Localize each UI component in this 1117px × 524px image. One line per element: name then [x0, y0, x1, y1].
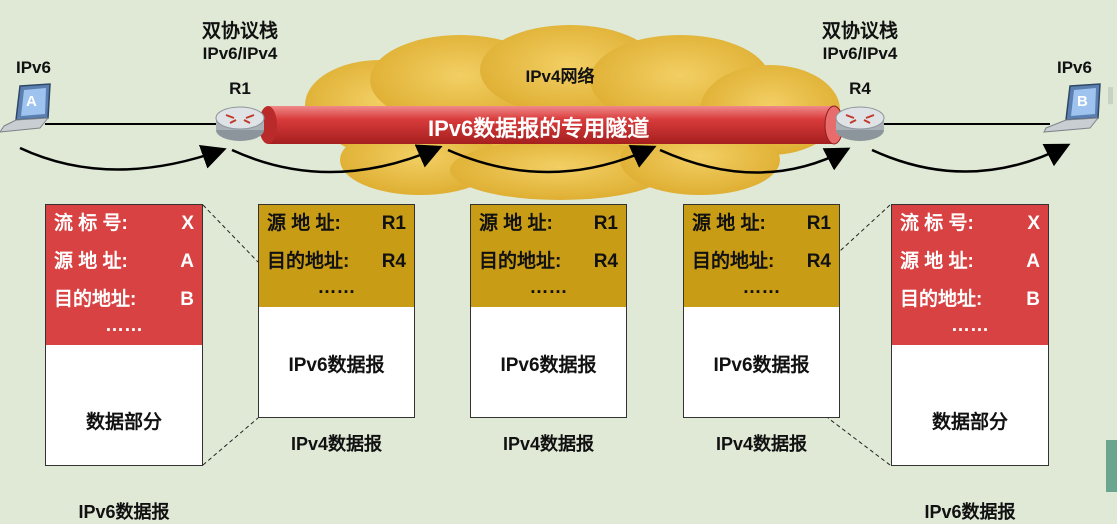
header-ellipsis: …… [951, 315, 989, 336]
arrow-r1-to-tunnel [231, 144, 443, 174]
header-row: 目的地址:R4 [479, 251, 618, 272]
header-row: 源 地 址:R1 [692, 213, 831, 234]
header-row: 源 地 址:A [900, 251, 1040, 272]
arrow-a-to-r1 [19, 144, 227, 171]
header-row: 源 地 址:A [54, 251, 194, 272]
tunnel-label: IPv6数据报的专用隧道 [428, 116, 650, 141]
host-a-type-label: IPv6 [16, 58, 51, 77]
data-section-label: 数据部分 [931, 412, 1008, 433]
host-b-laptop-icon [1043, 83, 1101, 133]
host-b-type-label: IPv6 [1057, 58, 1092, 77]
header-row: 源 地 址:R1 [479, 213, 618, 234]
header-row: 目的地址:B [900, 289, 1040, 310]
arrow-r4-to-b [871, 143, 1071, 173]
ipv4-header: 源 地 址:R1 目的地址:R4 …… [259, 205, 414, 307]
ipv4-header: 源 地 址:R1 目的地址:R4 …… [684, 205, 839, 307]
payload-label: IPv6数据报 [500, 355, 597, 376]
edge-mark: ▌ [1108, 87, 1117, 105]
header-row: 目的地址:B [54, 289, 194, 310]
router-r4-icon [835, 106, 885, 141]
ipv6-header: 流 标 号:X 源 地 址:A 目的地址:B …… [46, 205, 202, 345]
router-r1-stack-label: 双协议栈 [201, 21, 278, 42]
host-a-laptop-icon [0, 83, 51, 133]
ipv4-packet-3: 源 地 址:R1 目的地址:R4 …… IPv6数据报 [683, 204, 840, 418]
header-ellipsis: …… [105, 315, 143, 336]
ipv4-header: 源 地 址:R1 目的地址:R4 …… [471, 205, 626, 307]
router-r1-icon [215, 106, 265, 141]
ipv6-header: 流 标 号:X 源 地 址:A 目的地址:B …… [892, 205, 1048, 345]
ipv4-packet-2: 源 地 址:R1 目的地址:R4 …… IPv6数据报 [470, 204, 627, 418]
payload-label: IPv6数据报 [288, 355, 385, 376]
router-r1-proto-label: IPv6/IPv4 [202, 44, 278, 63]
router-r4-name: R4 [849, 79, 871, 98]
tunnel-tube [259, 105, 844, 145]
data-section-label: 数据部分 [85, 412, 162, 433]
router-r4-stack-label: 双协议栈 [821, 21, 898, 42]
ipv6-packet-right-caption: IPv6数据报 [924, 502, 1016, 522]
header-row: 目的地址:R4 [267, 251, 406, 272]
ipv4-packet-3-caption: IPv4数据报 [715, 434, 808, 454]
arrow-tunnel-to-r4 [659, 147, 851, 174]
header-row: 流 标 号:X [54, 213, 194, 234]
ipv6-packet-left: 流 标 号:X 源 地 址:A 目的地址:B …… 数据部分 [45, 204, 203, 466]
router-r4-proto-label: IPv6/IPv4 [822, 44, 898, 63]
transfer-arrows [19, 143, 1071, 174]
ipv6-packet-left-caption: IPv6数据报 [78, 502, 170, 522]
arrow-tunnel-mid [447, 145, 657, 174]
router-r1-name: R1 [229, 79, 251, 98]
header-ellipsis: …… [529, 277, 568, 298]
host-a-letter: A [26, 93, 37, 110]
ipv4-network-label: IPv4网络 [525, 67, 595, 86]
edge-tab [1106, 440, 1117, 492]
header-row: 源 地 址:R1 [267, 213, 406, 234]
header-row: 流 标 号:X [900, 213, 1040, 234]
ipv4-packet-1-caption: IPv4数据报 [290, 434, 383, 454]
ipv4-packet-1: 源 地 址:R1 目的地址:R4 …… IPv6数据报 [258, 204, 415, 418]
header-row: 目的地址:R4 [692, 251, 831, 272]
header-ellipsis: …… [742, 277, 781, 298]
payload-label: IPv6数据报 [713, 355, 810, 376]
ipv4-packet-2-caption: IPv4数据报 [502, 434, 595, 454]
host-b-letter: B [1077, 93, 1088, 110]
header-ellipsis: …… [317, 277, 356, 298]
ipv6-packet-right: 流 标 号:X 源 地 址:A 目的地址:B …… 数据部分 [891, 204, 1049, 466]
